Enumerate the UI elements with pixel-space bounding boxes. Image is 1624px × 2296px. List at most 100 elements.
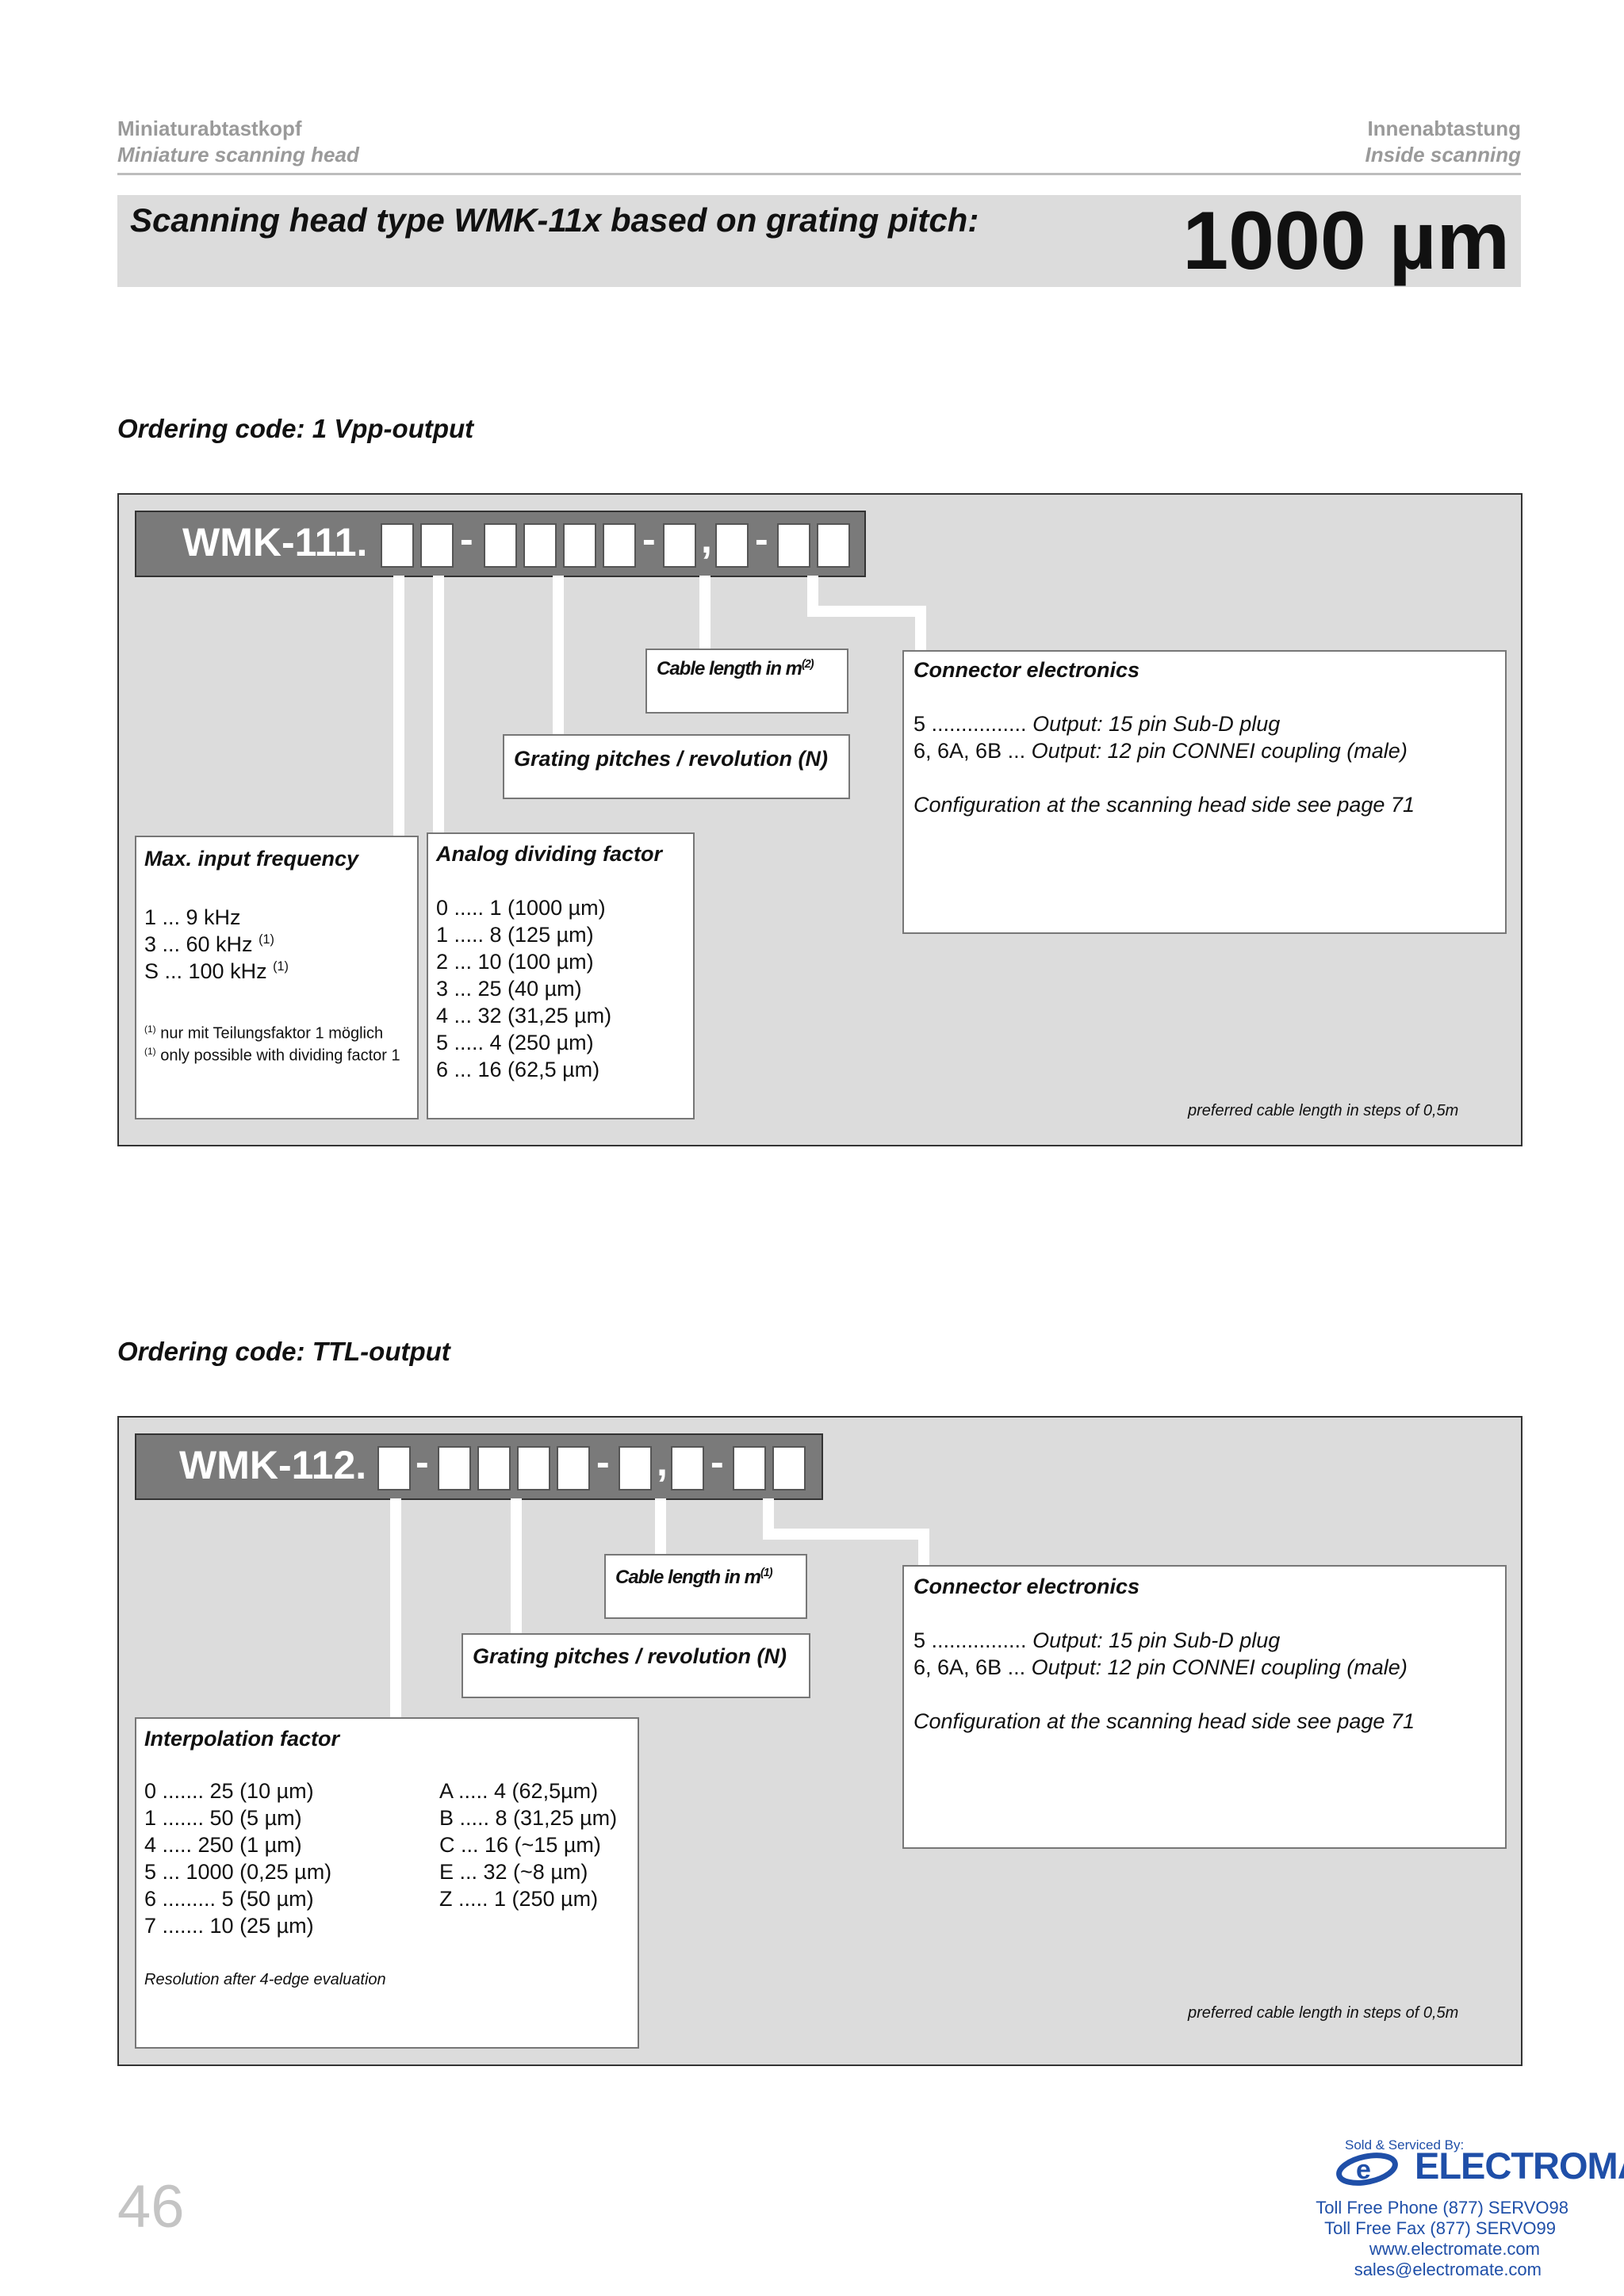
section1-analog-box: Analog dividing factor 0 ..... 1 (1000 µ…	[427, 832, 695, 1119]
connector-heading: Connector electronics	[914, 658, 1140, 682]
code-slot[interactable]	[377, 1446, 411, 1490]
code-slot[interactable]	[671, 1446, 704, 1490]
interp-item: C ... 16 (~15 µm)	[439, 1833, 601, 1857]
title-bar: Scanning head type WMK-11x based on grat…	[117, 195, 1521, 287]
code-slot[interactable]	[517, 1446, 550, 1490]
header-rule	[117, 173, 1521, 175]
sold-by-label: Sold & Serviced By:	[1345, 2137, 1465, 2152]
email-link[interactable]: sales@electromate.com	[1354, 2260, 1542, 2279]
interp-item: B ..... 8 (31,25 µm)	[439, 1806, 618, 1830]
code-slot[interactable]	[715, 523, 749, 568]
grating-pitch-value: 1000 µm	[1182, 195, 1510, 287]
analog-item: 5 ..... 4 (250 µm)	[436, 1031, 594, 1054]
preferred-cable-note: preferred cable length in steps of 0,5m	[1188, 2004, 1459, 2022]
analog-item: 6 ... 16 (62,5 µm)	[436, 1058, 600, 1081]
connector-line	[807, 606, 926, 617]
section1-code-prefix: WMK-111.	[182, 520, 368, 564]
analog-item: 4 ... 32 (31,25 µm)	[436, 1004, 612, 1027]
footnote-en: (1) only possible with dividing factor 1	[144, 1046, 400, 1065]
code-slot[interactable]	[477, 1446, 511, 1490]
analog-item: 2 ... 10 (100 µm)	[436, 950, 594, 974]
code-slot[interactable]	[438, 1446, 471, 1490]
code-slot[interactable]	[777, 523, 810, 568]
code-slot[interactable]	[733, 1446, 766, 1490]
code-slot[interactable]	[563, 523, 596, 568]
section1-heading: Ordering code: 1 Vpp-output	[117, 414, 474, 443]
connector-config: Configuration at the scanning head side …	[914, 793, 1415, 817]
page-title: Scanning head type WMK-11x based on grat…	[130, 201, 979, 239]
code-separator: -	[755, 517, 768, 561]
section2-cable-length-box: Cable length in m(1)	[604, 1554, 807, 1619]
header-right: Innenabtastung Inside scanning	[1365, 116, 1522, 168]
code-separator: -	[710, 1440, 724, 1484]
connector-heading: Connector electronics	[914, 1575, 1140, 1598]
connector-line	[763, 1529, 929, 1540]
interp-item: 4 ..... 250 (1 µm)	[144, 1833, 302, 1857]
interpolation-heading: Interpolation factor	[144, 1727, 340, 1751]
analog-item: 0 ..... 1 (1000 µm)	[436, 896, 606, 920]
interp-item: 5 ... 1000 (0,25 µm)	[144, 1860, 332, 1884]
grating-label: Grating pitches / revolution (N)	[514, 747, 829, 771]
header-right-en: Inside scanning	[1365, 143, 1522, 166]
svg-text:e: e	[1356, 2155, 1371, 2185]
cable-length-label: Cable length in m(1)	[615, 1567, 773, 1588]
code-slot[interactable]	[619, 1446, 652, 1490]
code-separator: -	[642, 517, 656, 561]
section2-heading: Ordering code: TTL-output	[117, 1337, 450, 1366]
connector-line	[763, 1498, 774, 1538]
section1-connector-box: Connector electronics 5 ................…	[902, 650, 1507, 934]
code-slot[interactable]	[484, 523, 517, 568]
code-slot[interactable]	[381, 523, 414, 568]
brand-name: ELECTROMATE	[1415, 2145, 1624, 2187]
code-slot[interactable]	[663, 523, 696, 568]
fax-line: Toll Free Fax (877) SERVO99	[1324, 2218, 1556, 2238]
phone-line: Toll Free Phone (877) SERVO98	[1316, 2198, 1568, 2218]
interp-item: Z ..... 1 (250 µm)	[439, 1887, 599, 1911]
section2-connector-box: Connector electronics 5 ................…	[902, 1565, 1507, 1849]
interp-item: 6 ......... 5 (50 µm)	[144, 1887, 314, 1911]
code-separator: ,	[657, 1440, 668, 1484]
code-separator: -	[596, 1440, 610, 1484]
section1-max-freq-box: Max. input frequency 1 ... 9 kHz 3 ... 6…	[135, 836, 419, 1119]
header-left: Miniaturabtastkopf Miniature scanning he…	[117, 116, 359, 168]
connector-line-2: 6, 6A, 6B ... Output: 12 pin CONNEI coup…	[914, 739, 1408, 763]
section2-panel: WMK-112. - - , - Cable length in m(1) Gr…	[117, 1416, 1522, 2066]
section1-grating-box: Grating pitches / revolution (N)	[503, 734, 850, 799]
header-left-de: Miniaturabtastkopf	[117, 117, 302, 140]
section2-interpolation-box: Interpolation factor 0 ....... 25 (10 µm…	[135, 1717, 639, 2049]
preferred-cable-note: preferred cable length in steps of 0,5m	[1188, 1102, 1459, 1119]
section1-panel: WMK-111. - - , - Cable length in m(2) Gr…	[117, 493, 1522, 1146]
code-slot[interactable]	[523, 523, 557, 568]
analog-item: 1 ..... 8 (125 µm)	[436, 923, 594, 947]
interp-item: E ... 32 (~8 µm)	[439, 1860, 588, 1884]
analog-item: 3 ... 25 (40 µm)	[436, 977, 582, 1001]
analog-heading: Analog dividing factor	[436, 842, 663, 866]
interp-item: A ..... 4 (62,5µm)	[439, 1779, 599, 1803]
website-link[interactable]: www.electromate.com	[1369, 2239, 1540, 2259]
section2-code-bar: WMK-112. - - , -	[135, 1433, 823, 1500]
connector-config: Configuration at the scanning head side …	[914, 1709, 1415, 1733]
interp-item: 0 ....... 25 (10 µm)	[144, 1779, 314, 1803]
resolution-note: Resolution after 4-edge evaluation	[144, 1971, 386, 1988]
section2-grating-box: Grating pitches / revolution (N)	[462, 1633, 810, 1698]
code-slot[interactable]	[772, 1446, 806, 1490]
connector-line	[553, 576, 564, 734]
code-slot[interactable]	[557, 1446, 590, 1490]
connector-line	[915, 606, 926, 658]
connector-line	[511, 1498, 522, 1633]
section1-code-bar: WMK-111. - - , -	[135, 511, 866, 577]
code-slot[interactable]	[420, 523, 454, 568]
connector-line-1: 5 ................ Output: 15 pin Sub-D …	[914, 1628, 1281, 1652]
code-slot[interactable]	[603, 523, 636, 568]
connector-line-2: 6, 6A, 6B ... Output: 12 pin CONNEI coup…	[914, 1655, 1408, 1679]
interp-item: 1 ....... 50 (5 µm)	[144, 1806, 302, 1830]
grating-label: Grating pitches / revolution (N)	[473, 1644, 787, 1668]
electromate-logo-icon: e	[1336, 2152, 1398, 2186]
connector-line	[699, 576, 710, 649]
header-right-de: Innenabtastung	[1367, 117, 1521, 140]
max-freq-item: 1 ... 9 kHz	[144, 905, 241, 929]
code-slot[interactable]	[817, 523, 850, 568]
code-separator: -	[416, 1440, 429, 1484]
connector-line-1: 5 ................ Output: 15 pin Sub-D …	[914, 712, 1281, 736]
cable-length-label: Cable length in m(2)	[657, 658, 814, 679]
